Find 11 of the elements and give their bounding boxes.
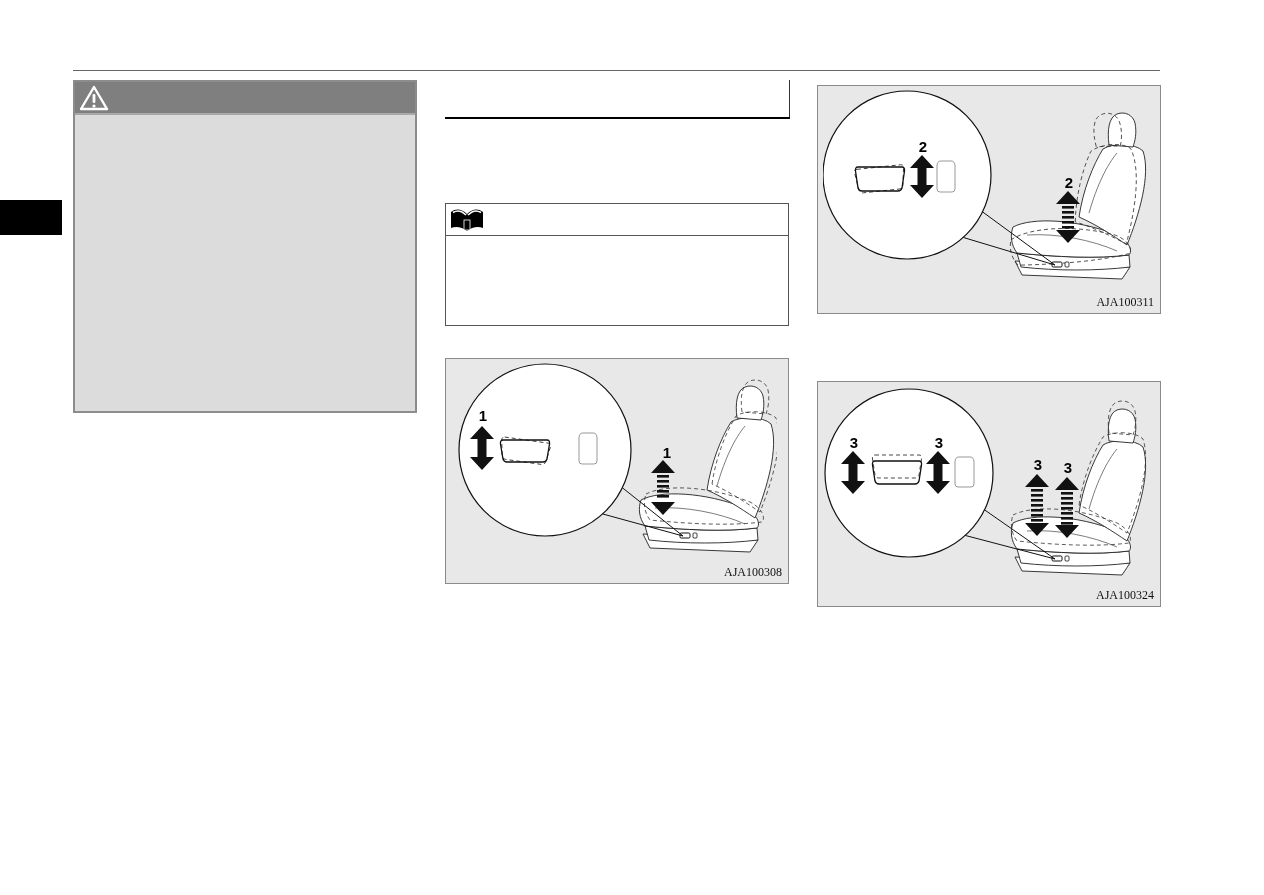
callout-number: 3 <box>934 434 944 450</box>
callout-number: 2 <box>918 138 928 154</box>
callout-number: 3 <box>849 434 859 450</box>
callout-number: 1 <box>662 444 672 460</box>
figure-code: AJA100324 <box>1096 589 1154 601</box>
callout-number: 3 <box>1033 456 1043 472</box>
figure-code: AJA100308 <box>724 566 782 578</box>
callout-number: 3 <box>1063 459 1073 475</box>
callout-number: 2 <box>1064 174 1074 190</box>
callout-number: 1 <box>478 407 488 423</box>
figure-code: AJA100311 <box>1096 296 1154 308</box>
